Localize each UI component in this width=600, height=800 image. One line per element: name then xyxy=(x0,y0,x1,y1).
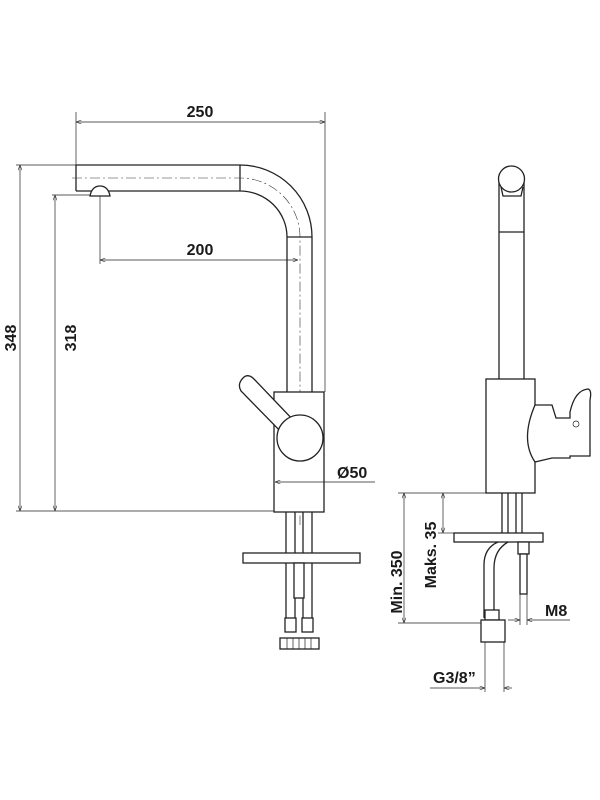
side-mounting-plate xyxy=(453,532,544,543)
dim-hose-thread: G3/8” xyxy=(433,670,476,687)
side-spout xyxy=(498,178,525,380)
dim-total-height: 348 xyxy=(3,325,20,352)
side-mounting-hardware xyxy=(453,493,544,643)
spout xyxy=(75,164,313,392)
front-view: 250 200 348 318 Ø50 xyxy=(3,104,375,650)
side-view: Min. 350 Maks. 35 M8 G3/8” xyxy=(389,165,592,692)
side-handle xyxy=(526,388,592,463)
cartridge-cap xyxy=(276,414,324,462)
hose xyxy=(483,541,509,618)
dim-stud-thread: M8 xyxy=(545,603,567,620)
dim-max-counter-thickness: Maks. 35 xyxy=(423,522,440,589)
dim-spout-to-axis: 200 xyxy=(187,242,214,259)
dim-outlet-height: 318 xyxy=(63,325,80,352)
stud xyxy=(519,553,528,595)
side-body xyxy=(485,378,536,494)
dim-spout-reach: 250 xyxy=(187,104,214,121)
dim-body-diameter: Ø50 xyxy=(337,465,367,482)
hose-nut xyxy=(279,637,320,650)
mounting-hardware xyxy=(242,512,361,650)
side-hose-nut xyxy=(480,619,506,643)
aerator xyxy=(89,185,111,197)
mounting-plate xyxy=(242,552,361,564)
dim-min-hose-length: Min. 350 xyxy=(389,550,406,613)
